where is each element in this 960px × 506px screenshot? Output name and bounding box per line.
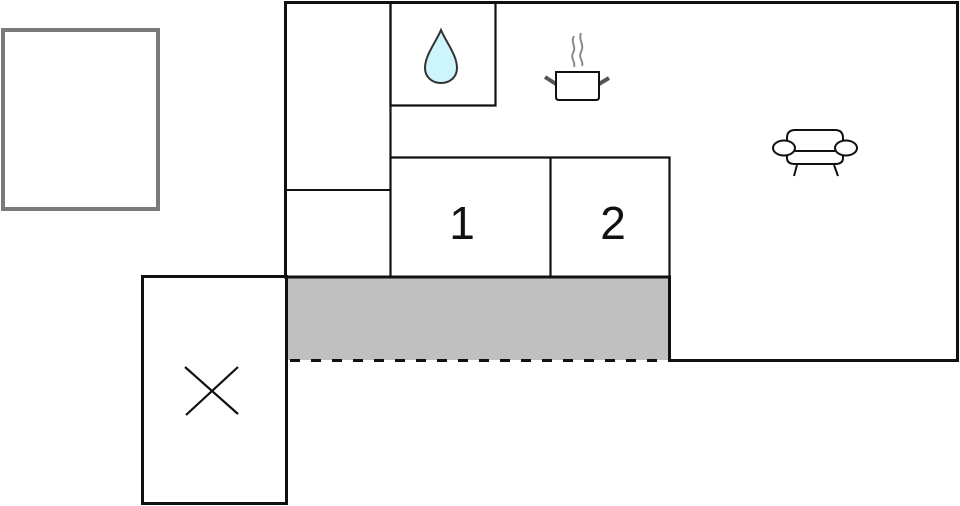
bedroom-2-label: 2 <box>600 197 626 249</box>
bedroom-1-label: 1 <box>449 197 475 249</box>
kitchen-living-room[interactable] <box>497 4 956 156</box>
bathroom[interactable] <box>392 4 495 104</box>
terrace-dashed-edge <box>290 359 669 362</box>
annex-building[interactable] <box>1 28 160 211</box>
hallway-lower[interactable] <box>287 191 389 276</box>
storage-room[interactable] <box>141 275 288 505</box>
hallway-upper[interactable] <box>287 4 389 189</box>
living-room-lower[interactable] <box>671 157 956 359</box>
terrace[interactable] <box>287 278 669 360</box>
